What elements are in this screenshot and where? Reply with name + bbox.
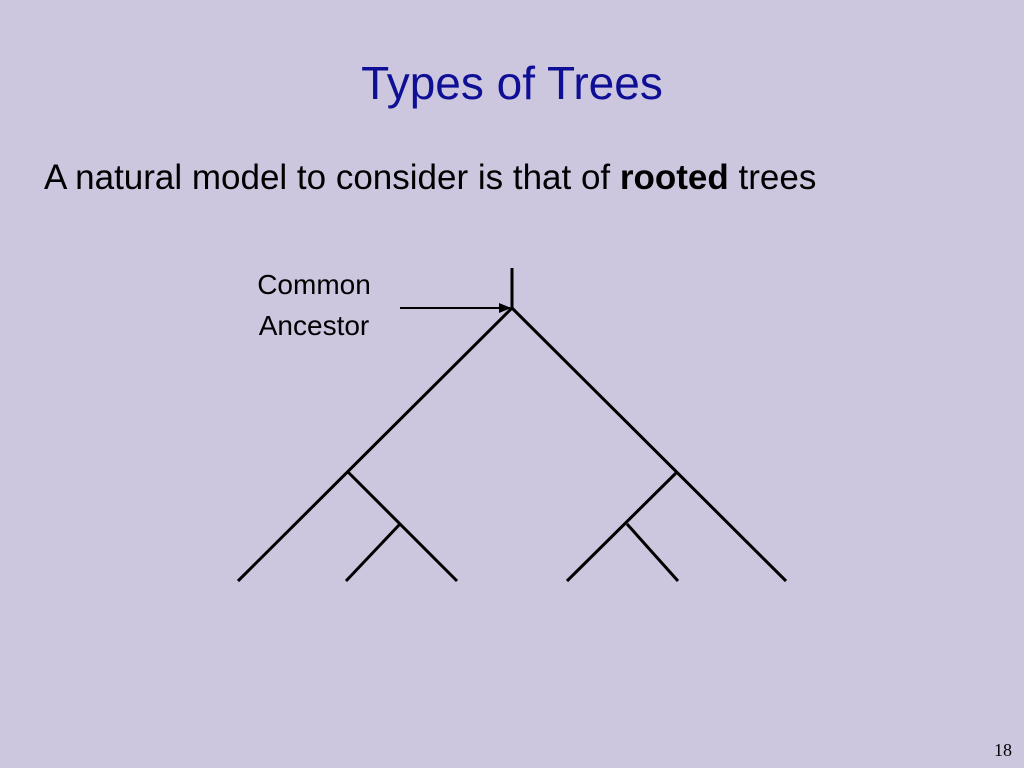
- bullet-text-bold: rooted: [619, 158, 729, 197]
- branch-root-right: [510, 306, 788, 583]
- common-ancestor-label-line1: Common: [257, 269, 371, 300]
- bullet-text-before: A natural model to consider is that of: [44, 158, 620, 197]
- branch-right-subtree: [565, 470, 679, 583]
- branch-root-left: [236, 306, 514, 583]
- slide-title: Types of Trees: [361, 57, 663, 109]
- branch-right-leaf: [625, 522, 680, 583]
- branch-left-subtree: [346, 470, 459, 583]
- branch-left-leaf: [344, 522, 402, 583]
- page-number: 18: [994, 740, 1012, 760]
- bullet-text-after: trees: [728, 158, 817, 197]
- common-ancestor-label-line2: Ancestor: [258, 310, 370, 341]
- bullet-text: A natural model to consider is that of r…: [44, 154, 816, 202]
